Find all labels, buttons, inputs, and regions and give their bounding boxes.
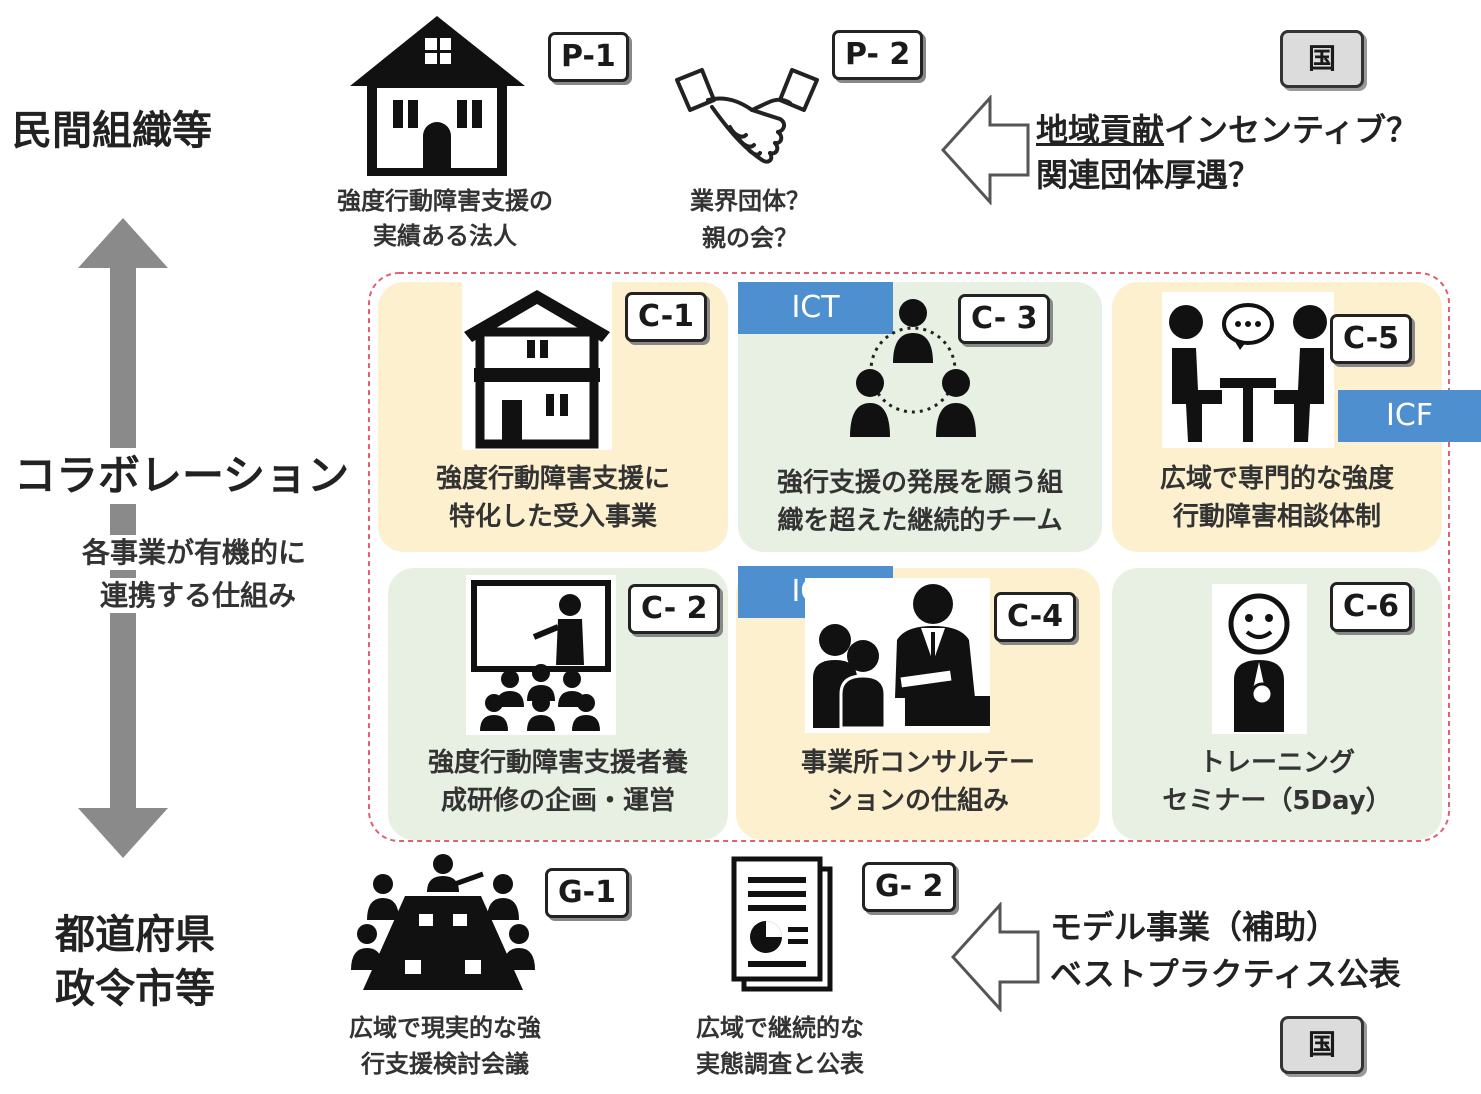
incentive-underlined: 地域貢献 <box>1036 111 1165 149</box>
ict-badge-c3: ICT <box>738 282 893 334</box>
c1-text-2: 特化した受入事業 <box>448 502 657 532</box>
c2-text-2: 成研修の企画・運営 <box>440 786 675 816</box>
incentive-line-2: 関連団体厚遇？ <box>1036 156 1261 194</box>
national-badge-top: 国 <box>1280 30 1364 88</box>
c6-text-1: トレーニング <box>1198 748 1355 778</box>
smiling-person-icon <box>1212 584 1307 734</box>
national-badge-bottom: 国 <box>1280 1016 1364 1074</box>
tag-g1: G-1 <box>545 868 629 918</box>
g1-caption-2: 行支援検討会議 <box>361 1050 529 1078</box>
incentive-rest: インセンティブ？ <box>1164 111 1419 149</box>
label-private-orgs: 民間組織等 <box>12 108 212 154</box>
c3-text-2: 織を超えた継続的チーム <box>777 506 1063 536</box>
team-circle-icon <box>850 299 976 437</box>
label-gov-2: 政令市等 <box>55 966 215 1012</box>
c1-text-1: 強度行動障害支援に <box>435 464 670 494</box>
incentive-line-1: 地域貢献インセンティブ？ <box>1036 108 1418 153</box>
tag-c1: C-1 <box>625 292 708 342</box>
p1-caption-2: 実績ある法人 <box>373 222 517 250</box>
left-arrow-model <box>950 902 1040 1012</box>
collab-dashed-border <box>368 272 1450 842</box>
c4-text-2: ションの仕組み <box>826 786 1009 816</box>
handshake-icon <box>675 68 819 164</box>
tag-p2: P- 2 <box>832 30 924 80</box>
tag-c5: C-5 <box>1330 314 1413 364</box>
p1-caption-1: 強度行動障害支援の <box>337 187 553 215</box>
c3-text-1: 強行支援の発展を願う組 <box>776 468 1063 498</box>
survey-report-icon <box>731 856 833 992</box>
c4-text-1: 事業所コンサルテー <box>800 748 1035 778</box>
c5-text-2: 行動障害相談体制 <box>1172 502 1381 532</box>
corporation-house-icon <box>350 16 525 176</box>
c5-text-1: 広域で専門的な強度 <box>1159 464 1394 494</box>
tag-c2: C- 2 <box>628 584 721 634</box>
model-line-2: ベストプラクティス公表 <box>1050 955 1401 993</box>
tag-g2: G- 2 <box>862 862 957 912</box>
tag-c6: C-6 <box>1330 582 1413 632</box>
left-arrow-incentive <box>940 95 1030 205</box>
p2-caption-1: 業界団体？ <box>690 187 810 215</box>
c2-text-1: 強度行動障害支援者養 <box>427 748 688 778</box>
icf-badge-c5: ICF <box>1338 390 1481 442</box>
c6-text-2: セミナー（5Day） <box>1162 786 1392 816</box>
consultation-icon <box>1162 292 1334 448</box>
g2-caption-2: 実態調査と公表 <box>696 1050 864 1078</box>
tag-c3: C- 3 <box>958 294 1051 344</box>
g2-caption-1: 広域で継続的な <box>696 1014 864 1042</box>
label-collab-sub-2: 連携する仕組み <box>100 578 297 613</box>
label-collab-sub-1: 各事業が有機的に <box>82 535 307 570</box>
tag-p1: P-1 <box>548 32 629 82</box>
label-gov-1: 都道府県 <box>55 912 215 958</box>
tag-c4: C-4 <box>994 592 1077 642</box>
model-line-1: モデル事業（補助） <box>1050 908 1339 946</box>
label-collaboration: コラボレーション <box>14 448 350 505</box>
conference-table-icon <box>351 854 535 990</box>
consultation-meeting-icon <box>805 578 990 733</box>
facility-house-icon <box>462 282 612 450</box>
p2-caption-2: 親の会？ <box>702 224 798 252</box>
g1-caption-1: 広域で現実的な強 <box>349 1014 541 1042</box>
training-classroom-icon <box>466 575 616 735</box>
